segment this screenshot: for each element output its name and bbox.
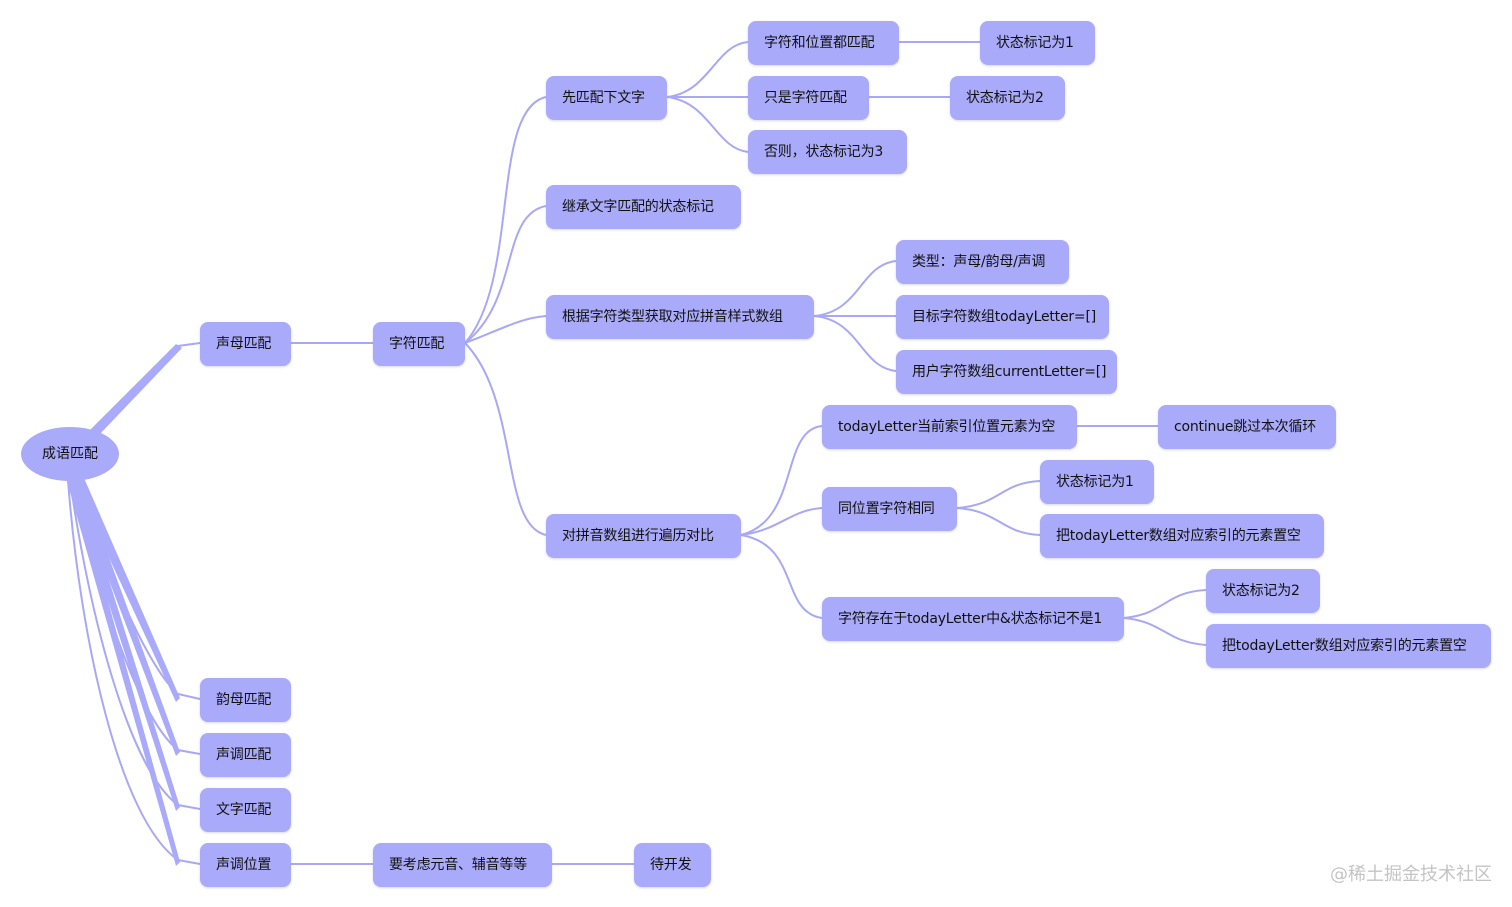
watermark: @稀土掘金技术社区: [1330, 864, 1492, 885]
node-wenzi-match[interactable]: 文字匹配: [200, 788, 291, 832]
node-same-status-1[interactable]: 状态标记为1: [1040, 460, 1154, 504]
node-char-only-match[interactable]: 只是字符匹配: [748, 76, 869, 120]
link-bianli-exist: [740, 534, 823, 619]
link-root-wenzi: [69, 479, 201, 810]
node-pending-development[interactable]: 待开发: [634, 843, 711, 887]
node-target-array[interactable]: 目标字符数组todayLetter=[]: [896, 295, 1109, 339]
trunk-root-lower-4: [66, 478, 180, 866]
link-exist-r2: [1123, 617, 1207, 646]
node-zifu-match[interactable]: 字符匹配: [373, 322, 465, 366]
node-else-status-3[interactable]: 否则，状态标记为3: [748, 130, 907, 174]
node-type-list[interactable]: 类型：声母/韵母/声调: [896, 240, 1069, 284]
link-exist-r1: [1123, 589, 1207, 619]
link-xian-a: [666, 41, 749, 98]
node-tone-position[interactable]: 声调位置: [200, 843, 291, 887]
node-continue-skip[interactable]: continue跳过本次循环: [1158, 405, 1336, 449]
node-user-array[interactable]: 用户字符数组currentLetter=[]: [896, 350, 1117, 394]
node-xian-match-text[interactable]: 先匹配下文字: [546, 76, 667, 120]
link-root-position: [67, 479, 201, 865]
link-zifu-xian: [464, 96, 547, 344]
link-same-r1: [956, 480, 1041, 509]
node-inherit-status[interactable]: 继承文字匹配的状态标记: [546, 185, 741, 229]
link-zifu-genju: [464, 315, 547, 344]
node-status-1-a[interactable]: 状态标记为1: [980, 21, 1095, 65]
node-exist-status-2[interactable]: 状态标记为2: [1206, 569, 1320, 613]
link-bianli-same: [740, 507, 823, 536]
link-zifu-jicheng: [464, 205, 547, 344]
node-char-and-position-match[interactable]: 字符和位置都匹配: [748, 21, 899, 65]
root-node-idiom-match[interactable]: 成语匹配: [21, 427, 119, 481]
node-yunmu-match[interactable]: 韵母匹配: [200, 678, 291, 722]
node-char-exists-in-todayletter[interactable]: 字符存在于todayLetter中&状态标记不是1: [822, 597, 1124, 641]
trunk-root-shengmu: [88, 344, 182, 436]
node-status-2-b[interactable]: 状态标记为2: [950, 76, 1065, 120]
link-genju-type: [813, 260, 897, 317]
node-same-position-char[interactable]: 同位置字符相同: [822, 487, 957, 531]
node-todayletter-empty[interactable]: todayLetter当前索引位置元素为空: [822, 405, 1077, 449]
node-exist-clear-element[interactable]: 把todayLetter数组对应索引的元素置空: [1206, 624, 1491, 668]
link-zifu-bianli: [464, 342, 547, 536]
node-get-pinyin-array[interactable]: 根据字符类型获取对应拼音样式数组: [546, 295, 814, 339]
node-same-clear-element[interactable]: 把todayLetter数组对应索引的元素置空: [1040, 514, 1324, 558]
node-shengdiao-match[interactable]: 声调匹配: [200, 733, 291, 777]
node-traverse-compare[interactable]: 对拼音数组进行遍历对比: [546, 514, 741, 558]
link-genju-user: [813, 315, 897, 372]
node-consider-vowels[interactable]: 要考虑元音、辅音等等: [373, 843, 552, 887]
link-xian-c: [666, 96, 749, 153]
link-bianli-empty: [740, 425, 823, 536]
node-shengmu-match[interactable]: 声母匹配: [200, 322, 291, 366]
link-same-r2: [956, 507, 1041, 536]
